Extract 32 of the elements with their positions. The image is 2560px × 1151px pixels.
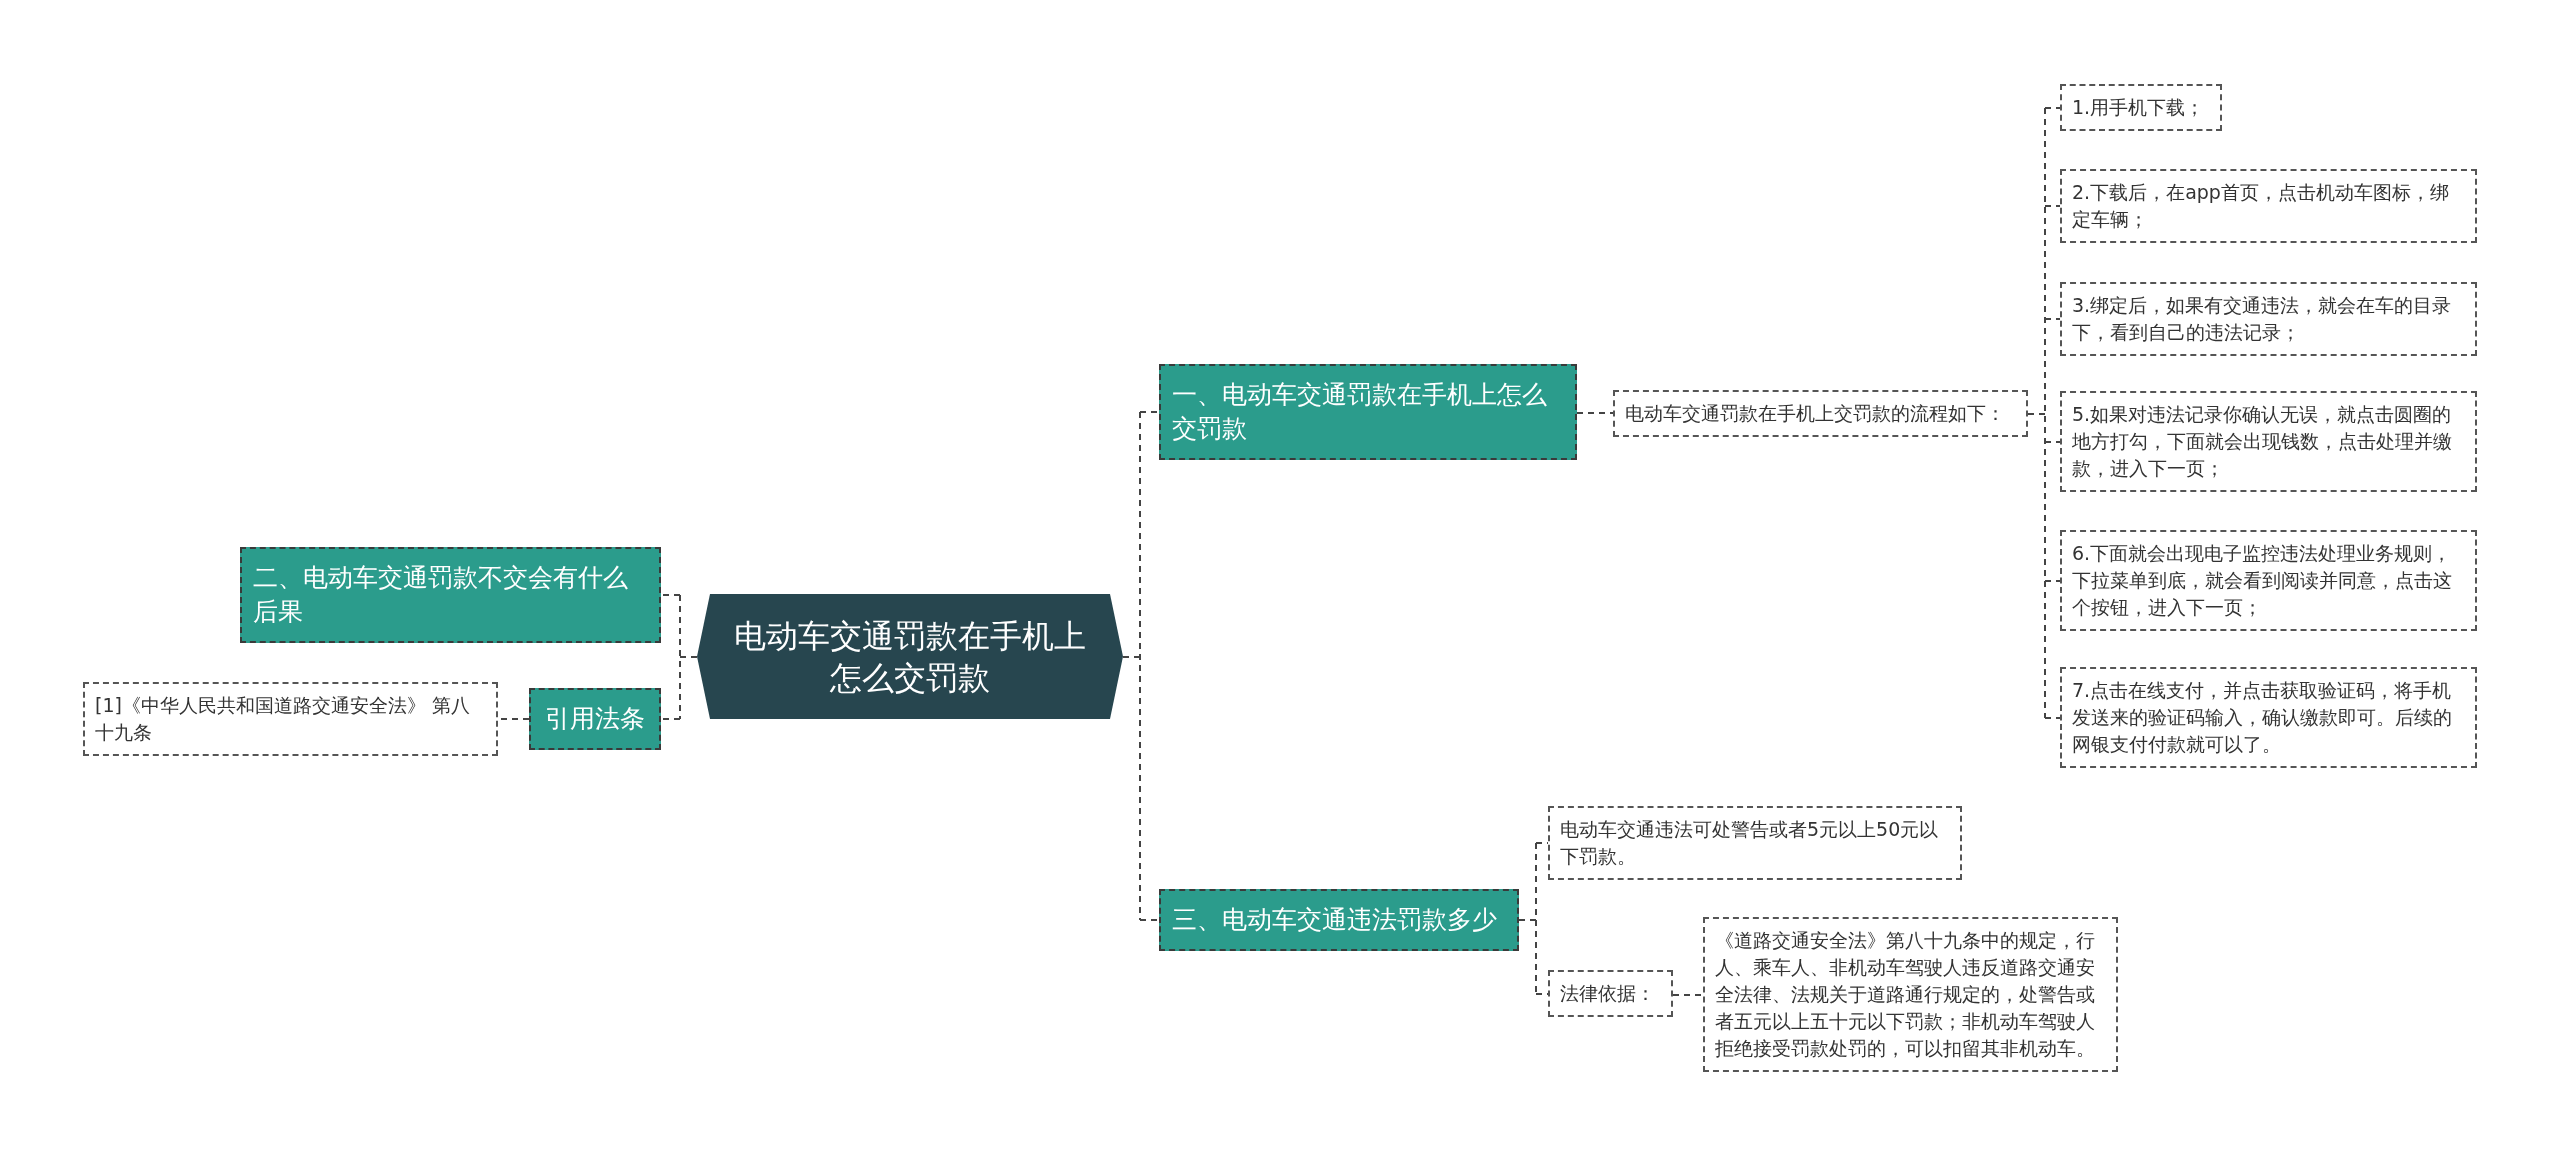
text-box: 电动车交通罚款在手机上交罚款的流程如下： [1613,390,2028,437]
text-box: [1]《中华人民共和国道路交通安全法》 第八十九条 [83,682,498,756]
connector-line [1139,411,1160,413]
connector-trunk [1122,411,1141,921]
text-box: 5.如果对违法记录你确认无误，就点击圆圈的地方打勾，下面就会出现钱数，点击处理并缴款，进入下一页； [2060,391,2477,492]
connector-line [2044,318,2061,320]
text-box: 法律依据： [1548,970,1673,1017]
connector-line [1672,994,1704,996]
connector-line [2044,717,2061,719]
connector-line [1576,412,1614,414]
connector-trunk [2027,107,2046,719]
text-box: 电动车交通违法可处警告或者5元以上50元以下罚款。 [1548,806,1962,880]
connector-line [2044,107,2061,109]
topic-box: 一、电动车交通罚款在手机上怎么交罚款 [1159,364,1577,460]
connector-line [1139,919,1160,921]
central-topic: 电动车交通罚款在手机上怎么交罚款 [697,594,1123,719]
text-box: 3.绑定后，如果有交通违法，就会在车的目录下，看到自己的违法记录； [2060,282,2477,356]
text-box: 《道路交通安全法》第八十九条中的规定，行人、乘车人、非机动车驾驶人违反道路交通安全法律、法规关于道路通行规定的，处警告或者五元以上五十元以下罚款；非机动车驾驶人拒绝接受罚款处罚的，可以扣留其非机动车。 [1703,917,2118,1072]
topic-box: 引用法条 [529,688,661,750]
connector-line [2044,580,2061,582]
topic-box: 三、电动车交通违法罚款多少 [1159,889,1519,951]
connector-line [660,594,681,596]
text-box: 7.点击在线支付，并点击获取验证码，将手机发送来的验证码输入，确认缴款即可。后续的网银支付付款就可以了。 [2060,667,2477,768]
connector-line [660,718,681,720]
connector-line [2044,441,2061,443]
text-box: 2.下载后，在app首页，点击机动车图标，绑定车辆； [2060,169,2477,243]
connector-line [2044,205,2061,207]
topic-box: 二、电动车交通罚款不交会有什么后果 [240,547,661,643]
text-box: 6.下面就会出现电子监控违法处理业务规则，下拉菜单到底，就会看到阅读并同意，点击这个按钮，进入下一页； [2060,530,2477,631]
connector-trunk [1518,842,1537,995]
text-box: 1.用手机下载； [2060,84,2223,131]
connector-trunk [679,594,698,720]
